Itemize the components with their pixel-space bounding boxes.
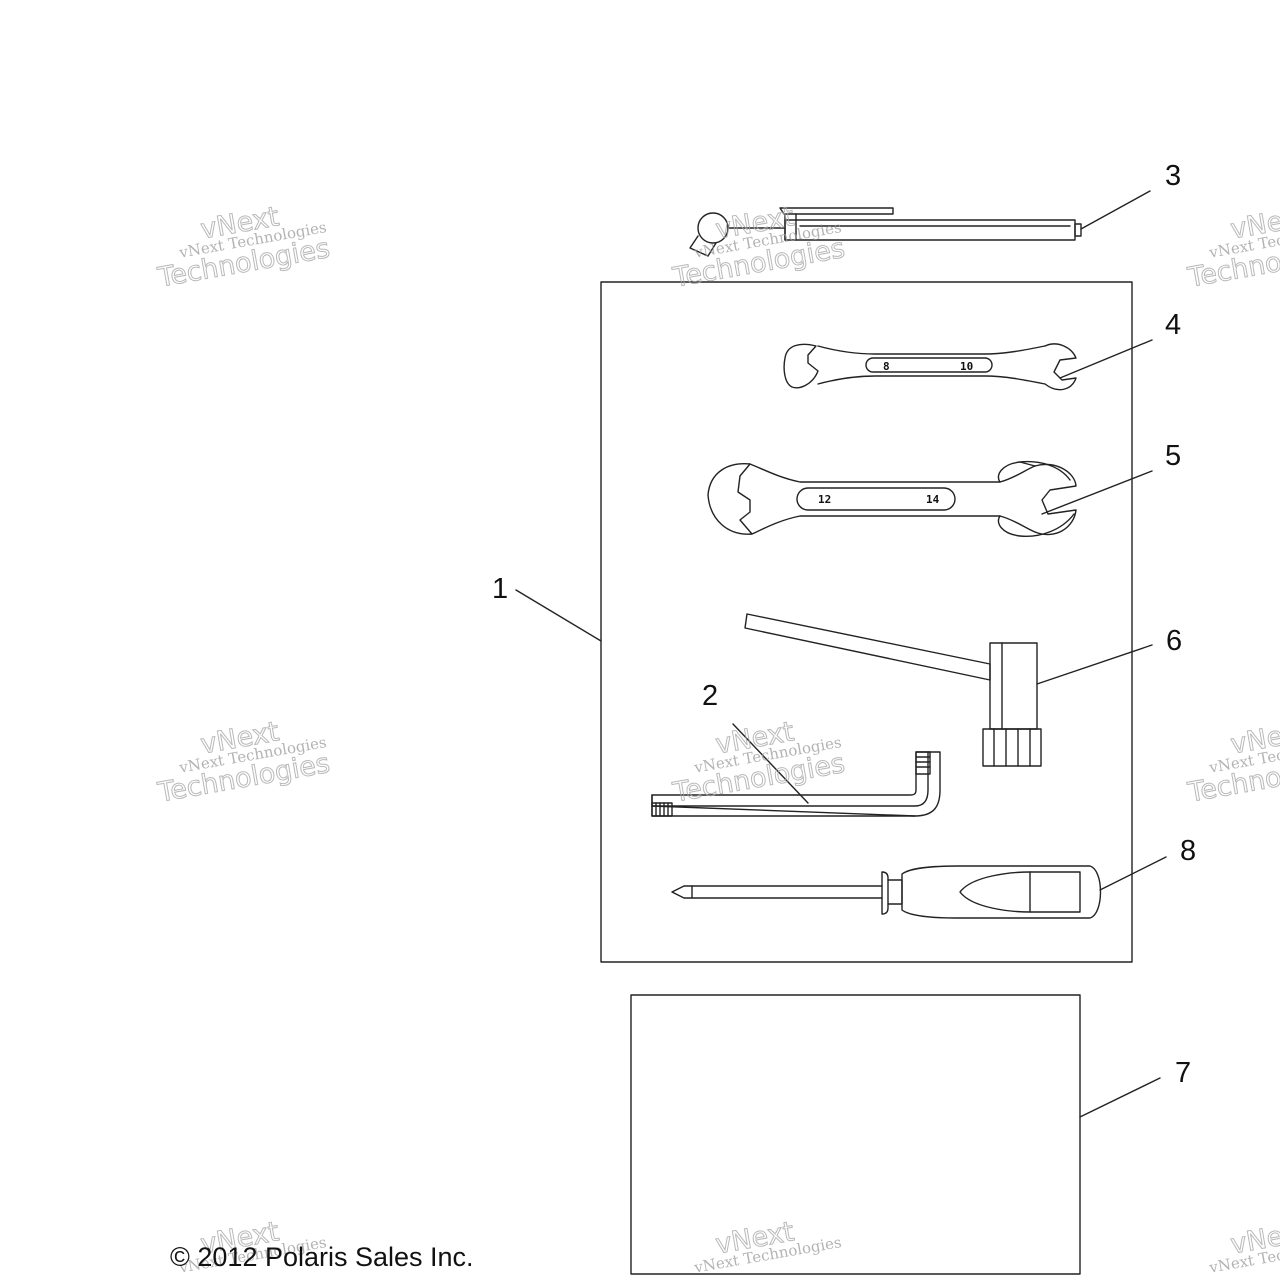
callout-3: 3 (1165, 160, 1181, 192)
leader-line-5 (1041, 470, 1153, 515)
leader-line-2 (732, 723, 809, 804)
leader-line-6 (1036, 644, 1153, 685)
wrench-12-14-label-left: 12 (818, 493, 831, 506)
watermark-3: vNext vNext Technologies Technologies (1184, 201, 1280, 294)
tire-gauge[interactable] (689, 207, 1082, 257)
callout-5: 5 (1165, 440, 1181, 472)
watermark-4: vNext vNext Technologies Technologies (154, 716, 332, 809)
watermark-1: vNext vNext Technologies Technologies (154, 201, 332, 294)
leader-line-3 (1080, 190, 1151, 230)
callout-7: 7 (1175, 1057, 1191, 1089)
callout-1: 1 (492, 573, 508, 605)
watermark-9: vNext vNext Technologies (1207, 1216, 1280, 1277)
watermark-5: vNext vNext Technologies Technologies (669, 716, 847, 809)
wrench-8-10-label-right: 10 (960, 360, 973, 373)
wrench-12-14[interactable] (707, 460, 1077, 537)
wrench-8-10-label-left: 8 (883, 360, 890, 373)
leader-line-8 (1099, 856, 1167, 891)
watermark-7: vNext vNext Technologies (692, 1216, 843, 1277)
copyright-notice: © 2012 Polaris Sales Inc. (170, 1242, 474, 1272)
screwdriver[interactable] (671, 865, 1102, 919)
leader-line-1 (515, 589, 602, 642)
owners-manual[interactable] (630, 994, 1081, 1275)
watermark-6: vNext vNext Technologies Technologies (1184, 716, 1280, 809)
callout-4: 4 (1165, 309, 1181, 341)
wrench-8-10[interactable] (783, 339, 1084, 391)
spark-plug-socket[interactable] (744, 613, 1042, 767)
callout-6: 6 (1166, 625, 1182, 657)
leader-line-4 (1059, 339, 1153, 379)
hex-key[interactable] (651, 751, 941, 817)
callout-8: 8 (1180, 835, 1196, 867)
callout-2: 2 (702, 680, 718, 712)
leader-line-7 (1079, 1077, 1161, 1118)
wrench-12-14-label-right: 14 (926, 493, 940, 506)
tool-kit-pouch[interactable] (600, 281, 1133, 963)
